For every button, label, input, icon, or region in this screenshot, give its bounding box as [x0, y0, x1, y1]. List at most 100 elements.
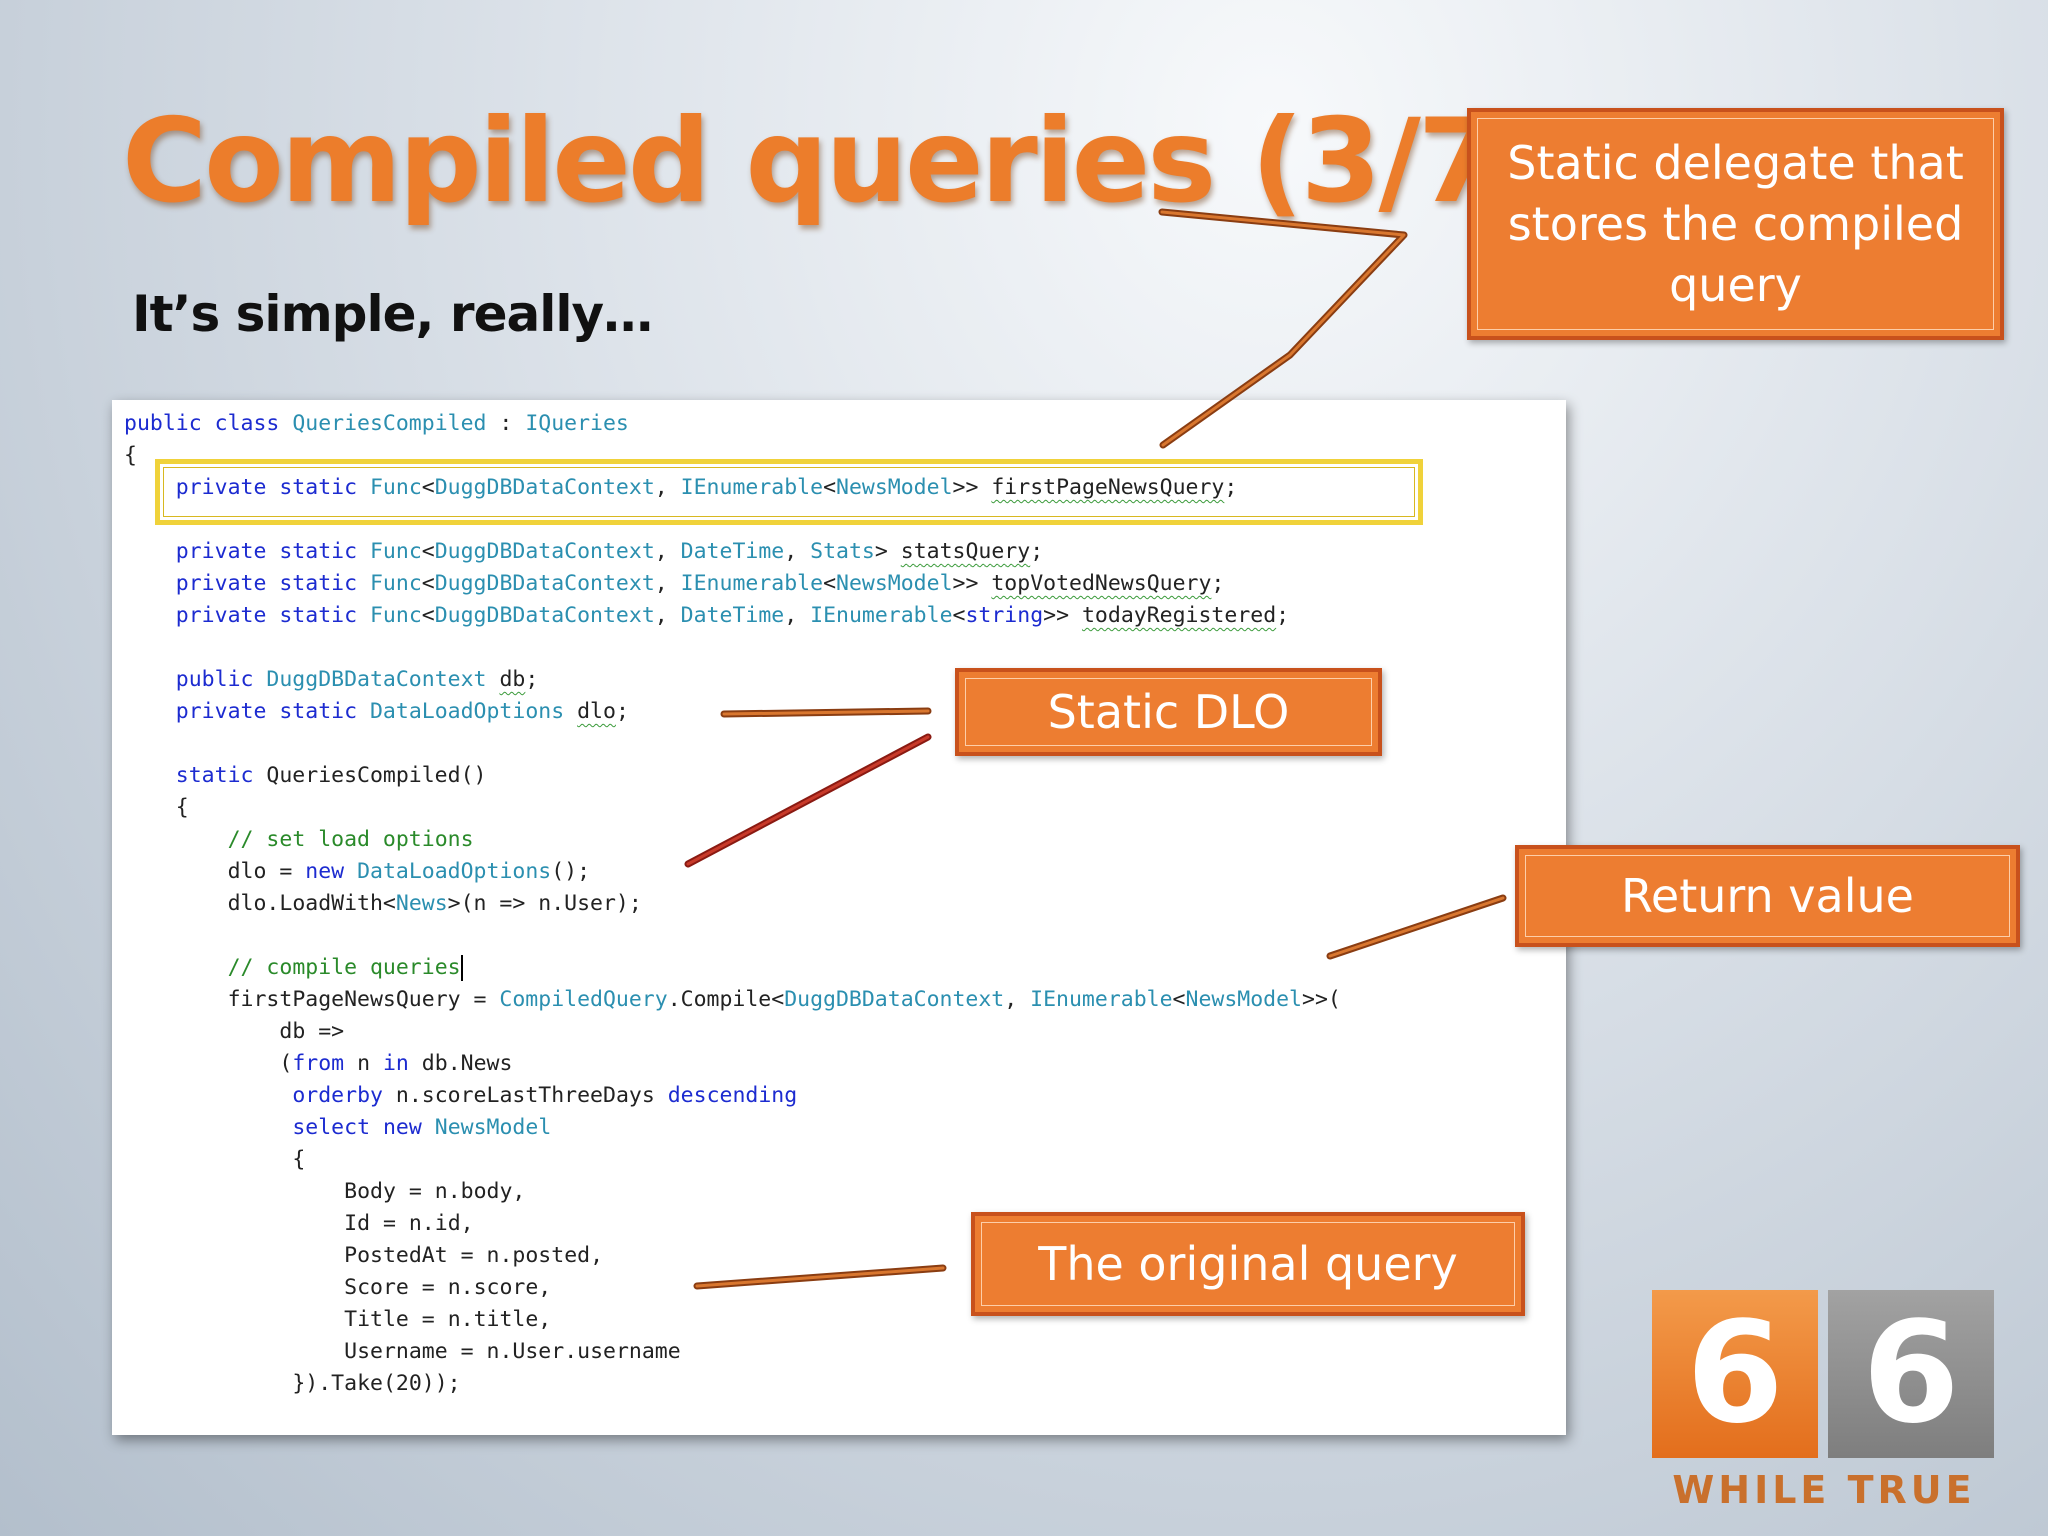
code-line: Score = n.score, [344, 1272, 551, 1304]
code-token: // set load options [227, 827, 474, 852]
code-token: < [421, 539, 435, 564]
code-line: dlo = new DataLoadOptions(); [228, 856, 590, 888]
highlight-box [155, 459, 1423, 525]
code-token: : [486, 411, 526, 436]
code-token: // compile queries [227, 955, 461, 980]
code-token: { [175, 795, 189, 820]
code-token: static [279, 699, 358, 724]
code-token: private [175, 603, 267, 628]
logo-six-icon: 6 [1686, 1309, 1783, 1439]
code-token: n.scoreLastThreeDays [382, 1083, 668, 1108]
code-token: new [305, 859, 345, 884]
code-token: string [965, 603, 1044, 628]
code-line: public class QueriesCompiled : IQueries [124, 408, 629, 440]
code-token: < [823, 475, 837, 500]
code-token: , [1004, 987, 1031, 1012]
code-token: ; [1030, 539, 1044, 564]
code-token: , [654, 539, 681, 564]
code-token: from [292, 1051, 345, 1076]
code-token: dlo [577, 699, 616, 724]
code-token: DuggDBDataContext [434, 475, 655, 500]
code-token: n [344, 1051, 383, 1076]
code-token: { [292, 1147, 306, 1172]
code-line: { [124, 440, 137, 472]
code-line: // compile queries [228, 952, 463, 984]
slide-subtitle: It’s simple, really… [132, 285, 653, 343]
code-token: < [1172, 987, 1186, 1012]
code-token: ; [525, 667, 539, 692]
code-token: > [874, 539, 901, 564]
code-token: DateTime [680, 539, 785, 564]
code-token: private [175, 699, 267, 724]
code-token: < [421, 571, 435, 596]
code-line: private static Func<DuggDBDataContext, I… [176, 472, 1238, 504]
code-line: Body = n.body, [344, 1176, 525, 1208]
code-token: ; [615, 699, 629, 724]
code-token: private [175, 539, 267, 564]
callout-return-value: Return value [1515, 845, 2020, 947]
code-token: dlo.LoadWith< [227, 891, 396, 916]
callout-return-value-text: Return value [1621, 869, 1914, 923]
code-token: dlo = [227, 859, 306, 884]
code-line: static QueriesCompiled() [176, 760, 487, 792]
code-token: (); [551, 859, 591, 884]
code-line: }).Take(20)); [292, 1368, 460, 1400]
code-token: IEnumerable [1030, 987, 1173, 1012]
code-token: , [654, 603, 681, 628]
code-line: db => [279, 1016, 344, 1048]
code-token: topVotedNewsQuery [991, 571, 1212, 596]
code-line: (from n in db.News [279, 1048, 512, 1080]
code-token: db => [279, 1019, 345, 1044]
callout-static-dlo-text: Static DLO [1047, 685, 1290, 739]
code-token: DuggDBDataContext [434, 603, 655, 628]
code-token: { [124, 443, 137, 468]
code-token: Func [369, 539, 422, 564]
code-token: DuggDBDataContext [266, 667, 487, 692]
code-token: , [654, 475, 681, 500]
code-token: DataLoadOptions [369, 699, 565, 724]
code-token: IEnumerable [680, 475, 824, 500]
logo-six-icon-grey: 6 [1862, 1309, 1959, 1439]
code-token: Body = n.body, [344, 1179, 526, 1204]
code-token: >>( [1302, 987, 1341, 1012]
code-token: NewsModel [836, 571, 953, 596]
code-token: QueriesCompiled [292, 411, 487, 436]
code-token: static [279, 475, 358, 500]
code-token: ; [1224, 475, 1238, 500]
slide-title: Compiled queries (3/7) [122, 94, 1549, 229]
code-line: Id = n.id, [344, 1208, 473, 1240]
code-token: public [175, 667, 254, 692]
code-line: PostedAt = n.posted, [344, 1240, 603, 1272]
code-token: DuggDBDataContext [434, 539, 655, 564]
code-token: select [292, 1115, 371, 1140]
code-token: CompiledQuery [499, 987, 668, 1012]
code-token: Stats [810, 539, 875, 564]
code-token: private [175, 475, 267, 500]
code-token: Username = n.User.username [344, 1339, 681, 1364]
code-token: QueriesCompiled() [253, 763, 487, 788]
code-line: { [176, 792, 189, 824]
code-token: NewsModel [1185, 987, 1303, 1012]
code-token: .Compile< [667, 987, 785, 1012]
code-line: { [292, 1144, 305, 1176]
code-token: IQueries [525, 411, 629, 436]
code-token: DataLoadOptions [357, 859, 552, 884]
code-line: // set load options [228, 824, 474, 856]
code-token: todayRegistered [1081, 603, 1277, 628]
code-token: static [279, 603, 358, 628]
code-token: , [784, 539, 811, 564]
callout-static-delegate-text: Static delegate that stores the compiled… [1507, 135, 1964, 312]
code-token: class [214, 411, 280, 436]
code-token: PostedAt = n.posted, [344, 1243, 604, 1268]
code-line: dlo.LoadWith<News>(n => n.User); [228, 888, 642, 920]
code-token: db.News [408, 1051, 513, 1076]
code-token: IEnumerable [680, 571, 824, 596]
callout-static-delegate: Static delegate that stores the compiled… [1467, 108, 2004, 340]
svg-text:6: 6 [1686, 1309, 1783, 1439]
code-token: < [421, 475, 435, 500]
code-token: Func [369, 475, 422, 500]
code-token: DuggDBDataContext [784, 987, 1005, 1012]
code-token: DuggDBDataContext [434, 571, 655, 596]
code-token: new [382, 1115, 422, 1140]
